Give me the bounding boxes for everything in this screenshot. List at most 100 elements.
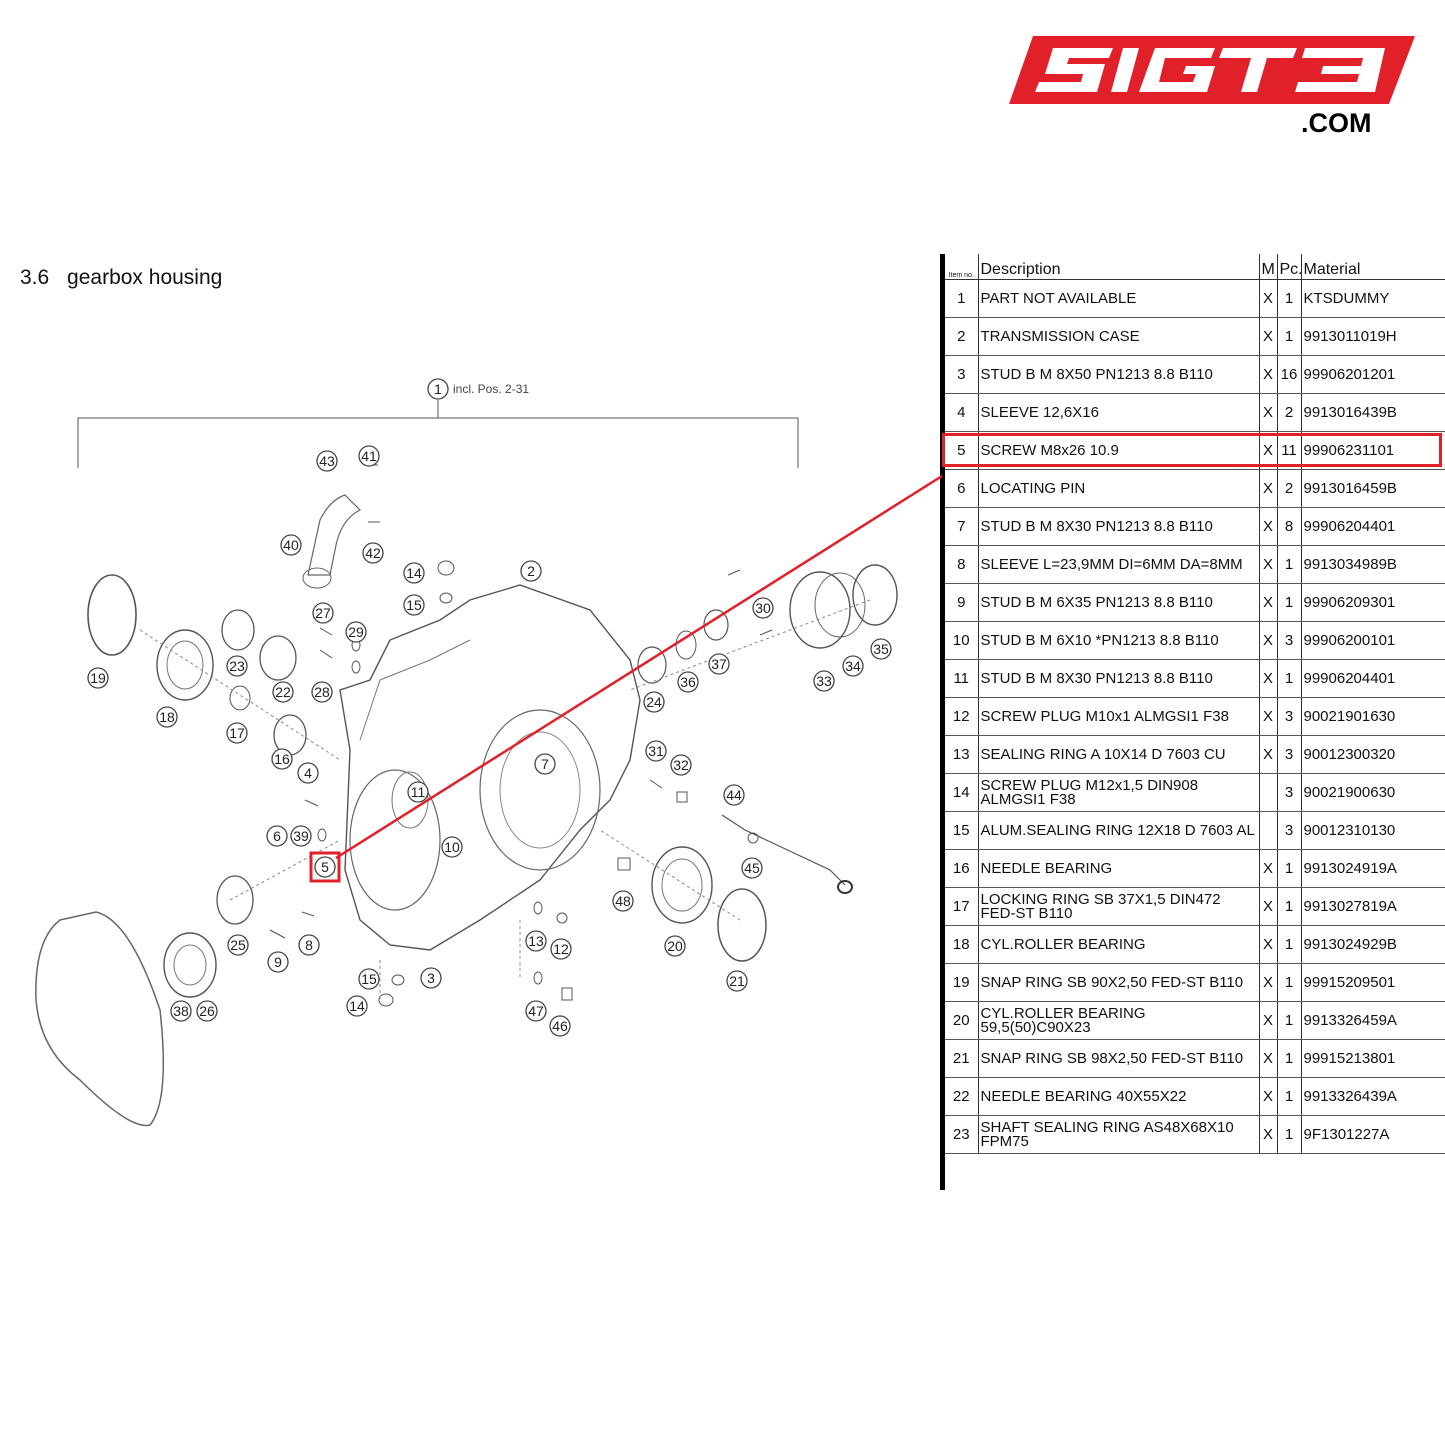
tag-33: 33 [813, 670, 835, 692]
cell-item-no: 10 [945, 621, 979, 660]
cell-item-no: 16 [945, 849, 979, 888]
svg-text:29: 29 [348, 624, 364, 640]
cell-description: NEEDLE BEARING 40X55X22 [978, 1077, 1260, 1116]
svg-text:9: 9 [274, 954, 282, 970]
exploded-diagram: 1 incl. Pos. 2-31 43 41 40 42 14 15 2 27… [35, 378, 898, 1127]
tag-17: 17 [226, 722, 248, 744]
cell-m: X [1259, 735, 1278, 774]
cell-m: X [1259, 1039, 1278, 1078]
tag-13: 13 [525, 930, 547, 952]
svg-text:34: 34 [845, 658, 861, 674]
svg-text:33: 33 [816, 673, 832, 689]
tag-19: 19 [87, 667, 109, 689]
cell-pc: 3 [1277, 697, 1302, 736]
cell-item-no: 12 [945, 697, 979, 736]
tag-11: 11 [407, 781, 429, 803]
cell-material: 9913016439B [1301, 393, 1445, 432]
svg-text:44: 44 [726, 787, 742, 803]
cell-material: 99915213801 [1301, 1039, 1445, 1078]
tag-12: 12 [550, 938, 572, 960]
svg-text:40: 40 [283, 537, 299, 553]
svg-text:6: 6 [273, 828, 281, 844]
tag-14a: 14 [403, 562, 425, 584]
cell-description: SEALING RING A 10X14 D 7603 CU [978, 735, 1260, 774]
tag-45: 45 [741, 857, 763, 879]
svg-text:5: 5 [321, 859, 329, 875]
svg-text:30: 30 [755, 600, 771, 616]
cell-pc: 1 [1277, 1077, 1302, 1116]
tag-26: 26 [196, 1000, 218, 1022]
header-pc: Pc. [1277, 254, 1303, 280]
tag-32: 32 [670, 754, 692, 776]
svg-text:2: 2 [527, 563, 535, 579]
tag-2: 2 [520, 560, 542, 582]
cell-pc: 1 [1277, 1115, 1302, 1154]
svg-text:15: 15 [361, 971, 377, 987]
cell-material: 90012300320 [1301, 735, 1445, 774]
section-number: 3.6 [20, 266, 50, 289]
svg-text:8: 8 [305, 937, 313, 953]
cell-pc: 1 [1277, 887, 1302, 926]
tag-15b: 15 [358, 968, 380, 990]
tag-22: 22 [272, 681, 294, 703]
svg-text:15: 15 [406, 597, 422, 613]
cell-description: CYL.ROLLER BEARING 59,5(50)C90X23 [978, 1001, 1260, 1040]
header-item-no: Item no. [945, 254, 979, 280]
tag-36: 36 [677, 671, 699, 693]
cell-pc: 1 [1277, 545, 1302, 584]
cell-material: 90021900630 [1301, 773, 1445, 812]
tag-5[interactable]: 5 [314, 856, 336, 878]
cell-item-no: 5 [945, 431, 979, 470]
cell-description: SCREW PLUG M10x1 ALMGSI1 F38 [978, 697, 1260, 736]
callout-item-number: 1 [434, 381, 442, 397]
cell-pc: 1 [1277, 963, 1302, 1002]
tag-28: 28 [311, 681, 333, 703]
tag-34: 34 [842, 655, 864, 677]
svg-text:3: 3 [427, 970, 435, 986]
cell-pc: 8 [1277, 507, 1302, 546]
cell-item-no: 15 [945, 811, 979, 850]
brand-logo[interactable]: .COM [1005, 30, 1417, 142]
svg-text:28: 28 [314, 684, 330, 700]
tag-24: 24 [643, 691, 665, 713]
cell-item-no: 13 [945, 735, 979, 774]
tag-29: 29 [345, 621, 367, 643]
cell-pc: 3 [1277, 621, 1302, 660]
cell-m: X [1259, 849, 1278, 888]
svg-text:37: 37 [711, 656, 727, 672]
svg-text:14: 14 [406, 565, 422, 581]
cell-m: X [1259, 317, 1278, 356]
cell-pc: 1 [1277, 583, 1302, 622]
cell-item-no: 17 [945, 887, 979, 926]
cell-m: X [1259, 925, 1278, 964]
tag-44: 44 [723, 784, 745, 806]
cell-item-no: 4 [945, 393, 979, 432]
cell-material: 99906201201 [1301, 355, 1445, 394]
cell-pc: 1 [1277, 849, 1302, 888]
cell-pc: 2 [1277, 393, 1302, 432]
tag-31: 31 [645, 740, 667, 762]
